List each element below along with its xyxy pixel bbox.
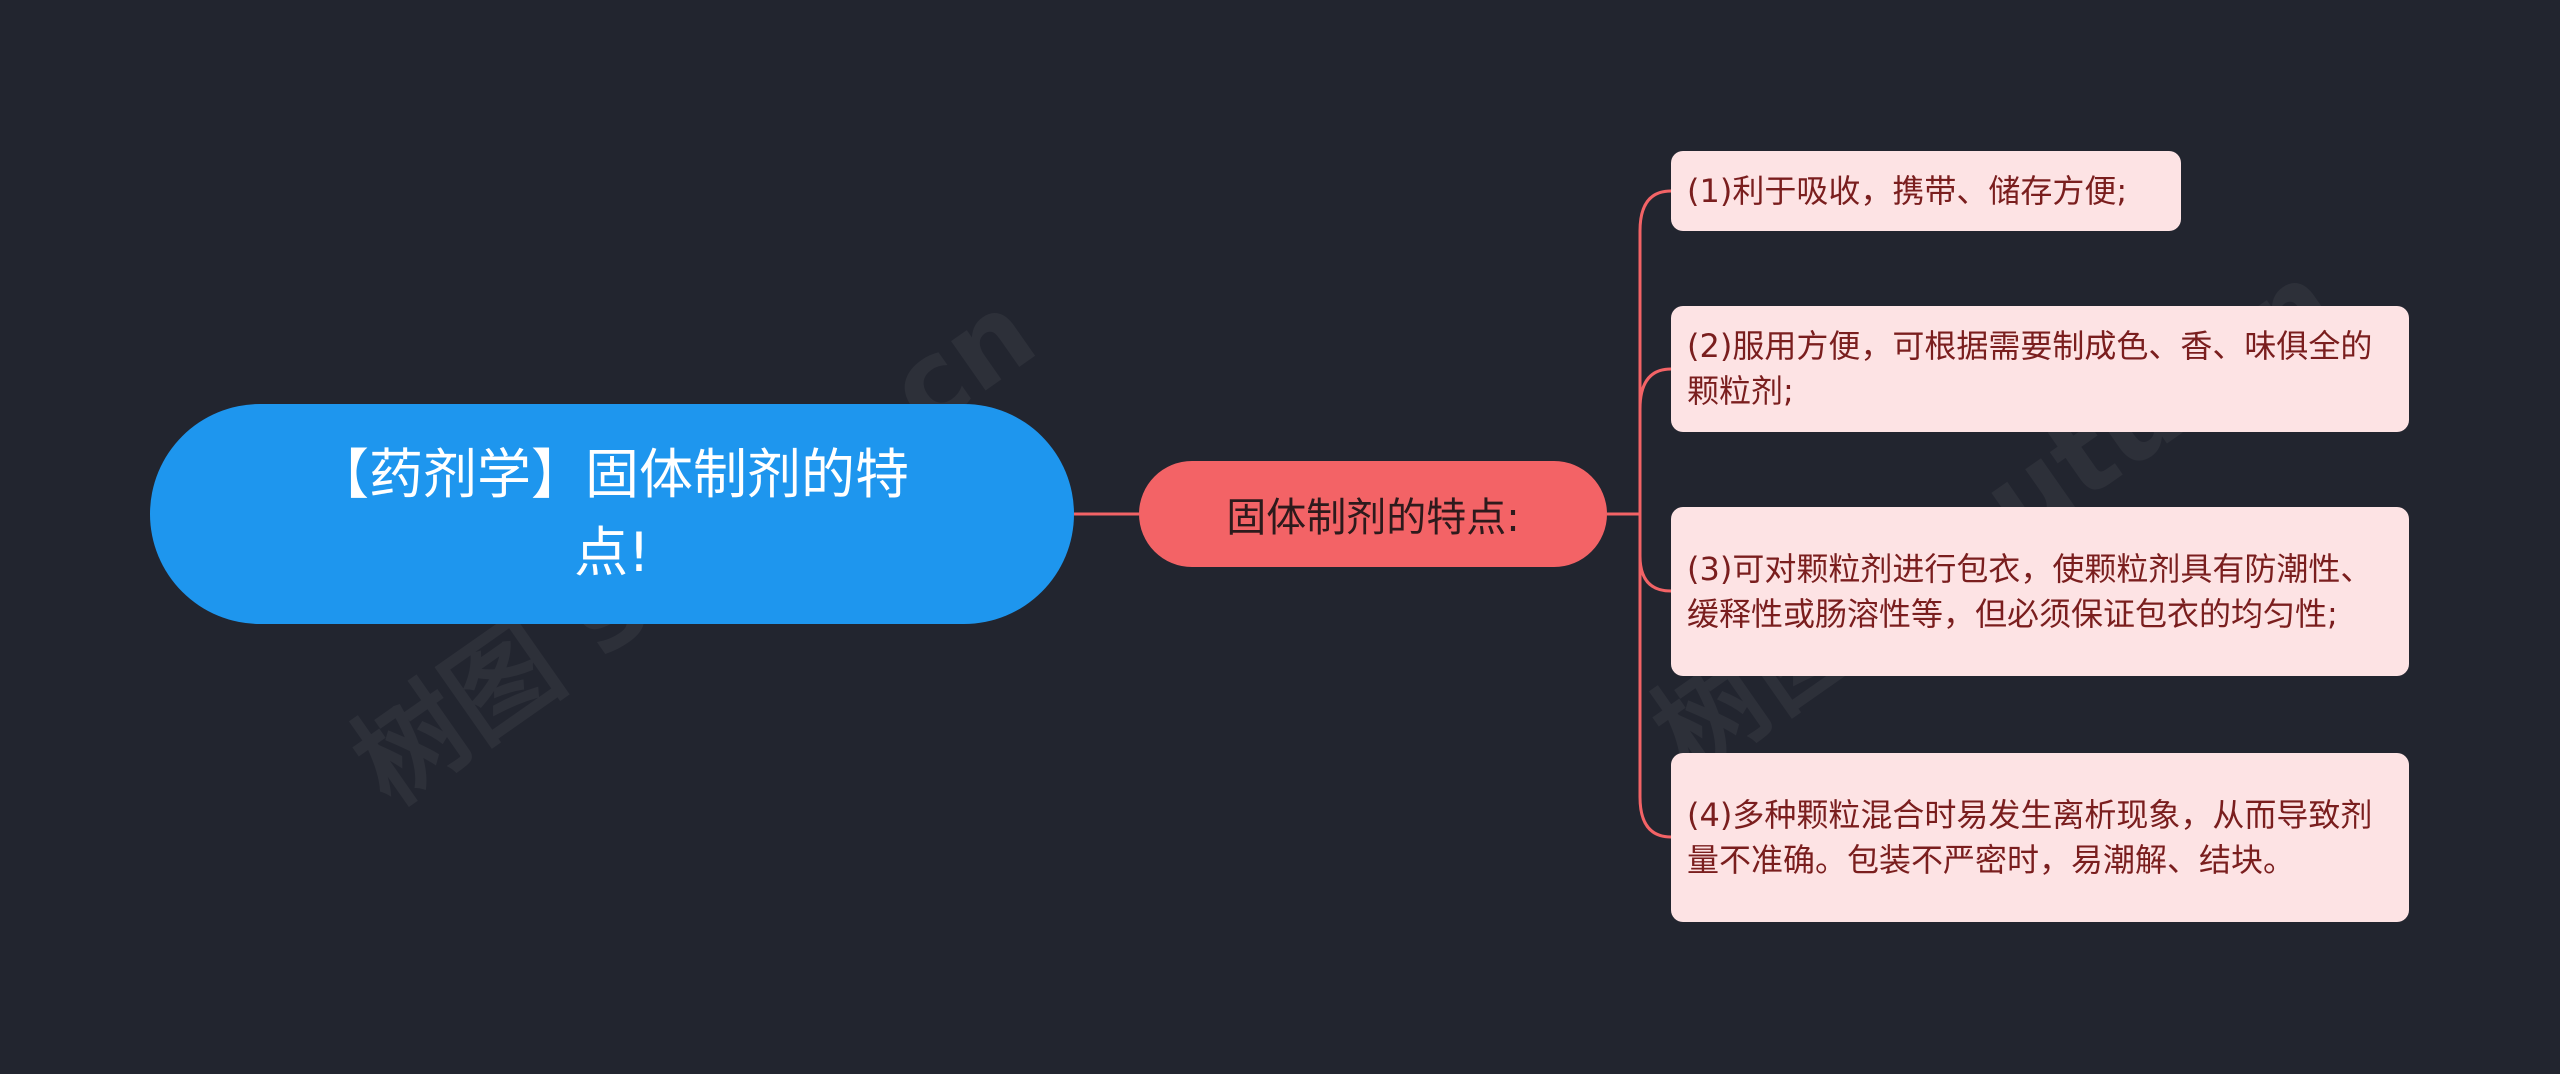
leaf-node-label: (4)多种颗粒混合时易发生离析现象，从而导致剂量不准确。包装不严密时，易潮解、结… [1687, 795, 2373, 879]
branch-connector-4 [1638, 514, 1672, 839]
root-node[interactable]: 【药剂学】固体制剂的特点! [150, 404, 1074, 624]
leaf-node-4[interactable]: (4)多种颗粒混合时易发生离析现象，从而导致剂量不准确。包装不严密时，易潮解、结… [1671, 753, 2409, 922]
topic-node-label: 固体制剂的特点: [1226, 495, 1520, 541]
leaf-node-2[interactable]: (2)服用方便，可根据需要制成色、香、味俱全的颗粒剂; [1671, 306, 2409, 432]
branch-connector-3 [1638, 514, 1672, 593]
leaf-node-label: (2)服用方便，可根据需要制成色、香、味俱全的颗粒剂; [1687, 327, 2373, 410]
leaf-node-label: (1)利于吸收，携带、储存方便; [1687, 171, 2128, 210]
leaf-node-label: (3)可对颗粒剂进行包衣，使颗粒剂具有防潮性、缓释性或肠溶性等，但必须保证包衣的… [1687, 549, 2373, 633]
topic-node[interactable]: 固体制剂的特点: [1139, 461, 1607, 567]
branch-connector-2 [1638, 367, 1672, 514]
branch-connector-1 [1638, 189, 1672, 514]
root-node-label: 【药剂学】固体制剂的特点! [315, 443, 909, 584]
leaf-node-3[interactable]: (3)可对颗粒剂进行包衣，使颗粒剂具有防潮性、缓释性或肠溶性等，但必须保证包衣的… [1671, 507, 2409, 676]
leaf-node-1[interactable]: (1)利于吸收，携带、储存方便; [1671, 151, 2181, 231]
